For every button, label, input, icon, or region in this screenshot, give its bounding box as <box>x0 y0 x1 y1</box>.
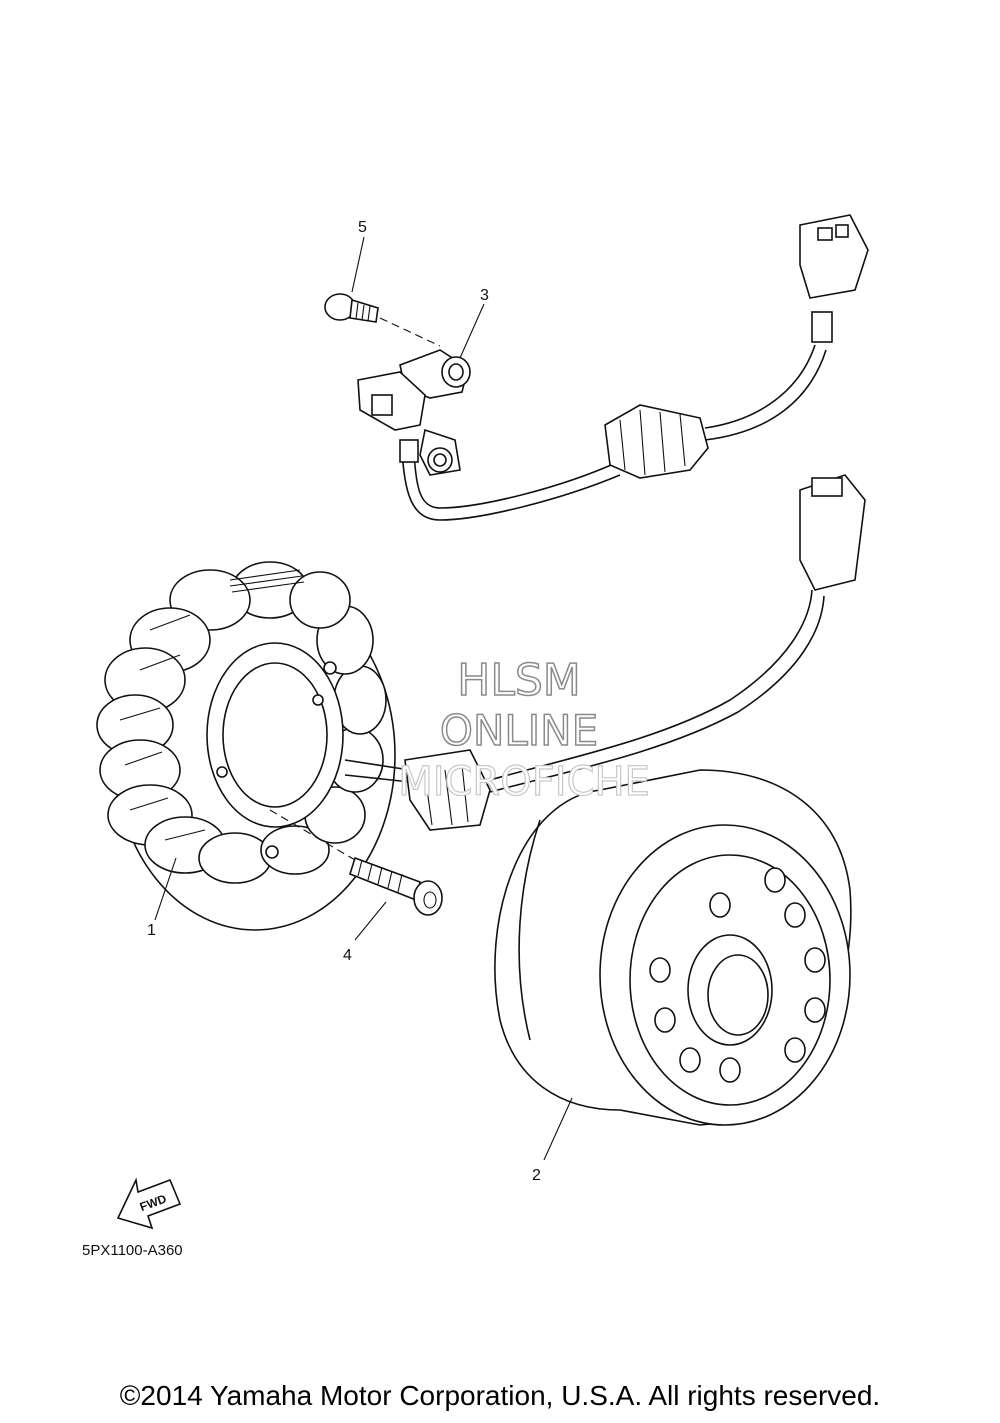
watermark-line-3: MICROFICHE <box>398 759 650 805</box>
part-4-bolt[interactable] <box>269 809 443 916</box>
callout-1: 1 <box>147 922 156 939</box>
part-3-pickup-coil[interactable] <box>357 214 869 521</box>
watermark: HLSM ONLINE MICROFICHE <box>398 654 651 805</box>
watermark-line-2: ONLINE <box>440 706 598 755</box>
watermark-line-1: HLSM <box>457 655 581 706</box>
callout-3: 3 <box>480 287 489 304</box>
callout-2: 2 <box>532 1167 541 1184</box>
part-2-rotor[interactable] <box>494 769 852 1126</box>
copyright-notice: ©2014 Yamaha Motor Corporation, U.S.A. A… <box>119 1380 881 1411</box>
callout-5: 5 <box>358 219 367 236</box>
part-5-bolt[interactable] <box>324 293 441 347</box>
callout-4: 4 <box>343 947 352 964</box>
fwd-arrow-icon: FWD <box>116 1177 182 1230</box>
part-1-stator[interactable] <box>96 474 866 931</box>
part-code: 5PX1100-A360 <box>82 1242 183 1259</box>
